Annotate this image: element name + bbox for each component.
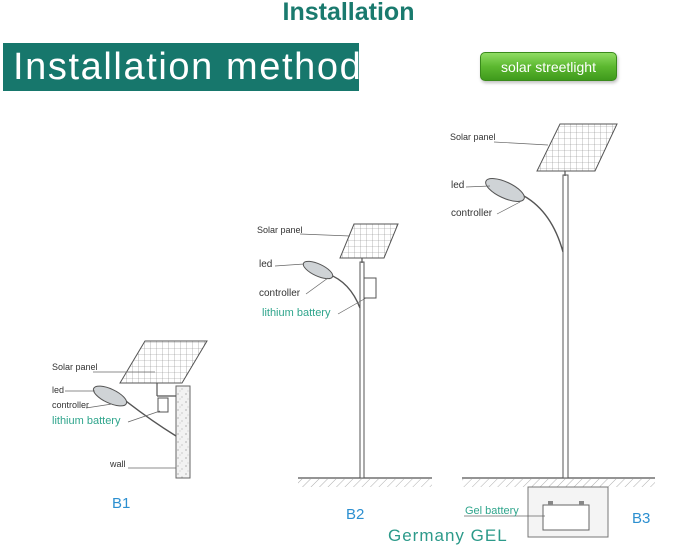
b3-gel-battery-label: Gel battery (465, 505, 519, 517)
b3-led-label: led (451, 180, 464, 191)
b1-wall-label: wall (109, 459, 126, 469)
b2-controller-label: controller (259, 288, 301, 299)
b1-led-label: led (52, 385, 64, 395)
b1-solar-panel-label: Solar panel (52, 362, 98, 372)
b2-caption: B2 (346, 506, 364, 523)
b1-caption: B1 (112, 495, 130, 512)
b3-arm (523, 195, 564, 253)
b2-led-label: led (259, 259, 272, 270)
b3-solar-panel-label: Solar panel (450, 132, 496, 142)
diagram-b1: Solar panel led controller lithium batte… (52, 340, 208, 512)
b3-controller-label: controller (451, 208, 493, 219)
b2-arm (327, 273, 361, 309)
b2-solar-panel (339, 223, 399, 259)
solar-streetlight-badge: solar streetlight (480, 52, 617, 81)
b3-led-lamp (485, 178, 525, 202)
installation-method-banner: Installation method (3, 43, 361, 91)
b2-battery-box (363, 277, 377, 299)
germany-gel-caption: Germany GEL (388, 526, 508, 545)
diagram-b2: Solar panel led controller lithium batte… (257, 223, 432, 523)
b3-ground (462, 479, 655, 487)
b1-arm (121, 397, 177, 437)
b2-led-lamp (302, 260, 334, 280)
b2-battery-label: lithium battery (262, 307, 331, 319)
b1-solar-panel (119, 340, 208, 384)
page-title: Installation (282, 0, 415, 26)
b1-battery-label: lithium battery (52, 415, 121, 427)
b1-led-lamp (92, 385, 128, 407)
b3-solar-panel (536, 123, 618, 172)
b2-ground (298, 479, 432, 487)
b2-pole (359, 261, 365, 479)
b3-gel-battery (542, 504, 590, 531)
b1-controller-label: controller (52, 400, 89, 410)
b3-pole (562, 174, 569, 479)
wall-block (175, 385, 191, 479)
diagram-b3: Solar panel led controller Gel battery G… (388, 123, 655, 545)
b3-caption: B3 (632, 510, 650, 527)
b2-solar-panel-label: Solar panel (257, 225, 303, 235)
b1-battery-box (157, 397, 169, 413)
